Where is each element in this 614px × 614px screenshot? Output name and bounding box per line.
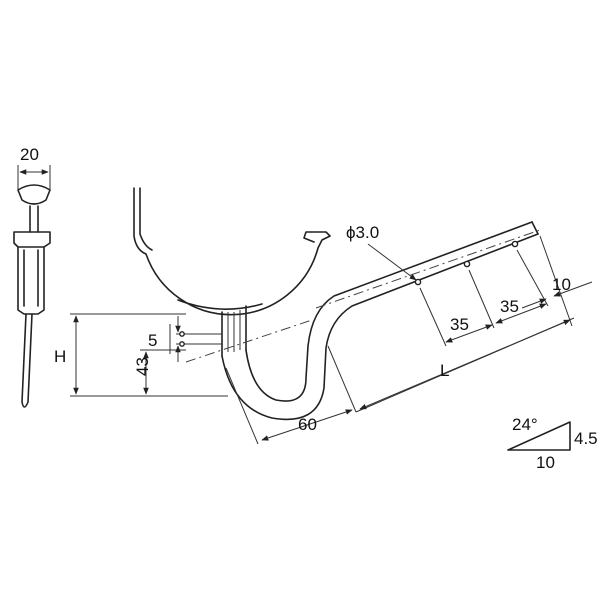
- hanger-rod-profile: [21, 313, 33, 408]
- dim-35a-line: [445, 324, 493, 343]
- dim-10-label: 10: [552, 275, 571, 294]
- slope-triangle-shape: [507, 421, 571, 451]
- dim-35b-label: 35: [500, 297, 519, 316]
- width-20-label: 20: [20, 145, 39, 164]
- bracket-lower-edge: [177, 299, 263, 310]
- slope-angle-label: 24°: [512, 415, 538, 434]
- dim-5-label: 5: [148, 331, 157, 350]
- dim-35b-line: [495, 303, 547, 324]
- L-dimension-line: [359, 319, 571, 410]
- hole-diameter-label: ϕ3.0: [346, 223, 379, 242]
- dim-60-label: 60: [298, 415, 317, 434]
- dim-35a-label: 35: [450, 315, 469, 334]
- slope-triangle: 24° 4.5 10: [507, 415, 598, 472]
- hole-1: [414, 278, 422, 286]
- side-view: 20: [13, 145, 51, 408]
- L-label: L: [440, 361, 449, 380]
- dim-43-label: 43: [133, 357, 152, 376]
- hole-3: [511, 240, 519, 248]
- hole-2: [463, 260, 471, 268]
- H-label: H: [54, 347, 66, 366]
- center-line: [185, 229, 541, 363]
- hook-arm-inner: [245, 221, 533, 402]
- hanger-clamp-profile: [13, 231, 51, 315]
- slope-rise-label: 4.5: [574, 429, 598, 448]
- main-view: ϕ3.0 H 43 5 60 L 35: [54, 187, 593, 445]
- hook-arm-outer: [221, 233, 539, 421]
- dim-60-line: [261, 409, 353, 441]
- gutter-body: [133, 187, 331, 316]
- hanger-head-profile: [17, 184, 51, 205]
- dim-10-line: [553, 281, 593, 297]
- slope-run-label: 10: [536, 453, 555, 472]
